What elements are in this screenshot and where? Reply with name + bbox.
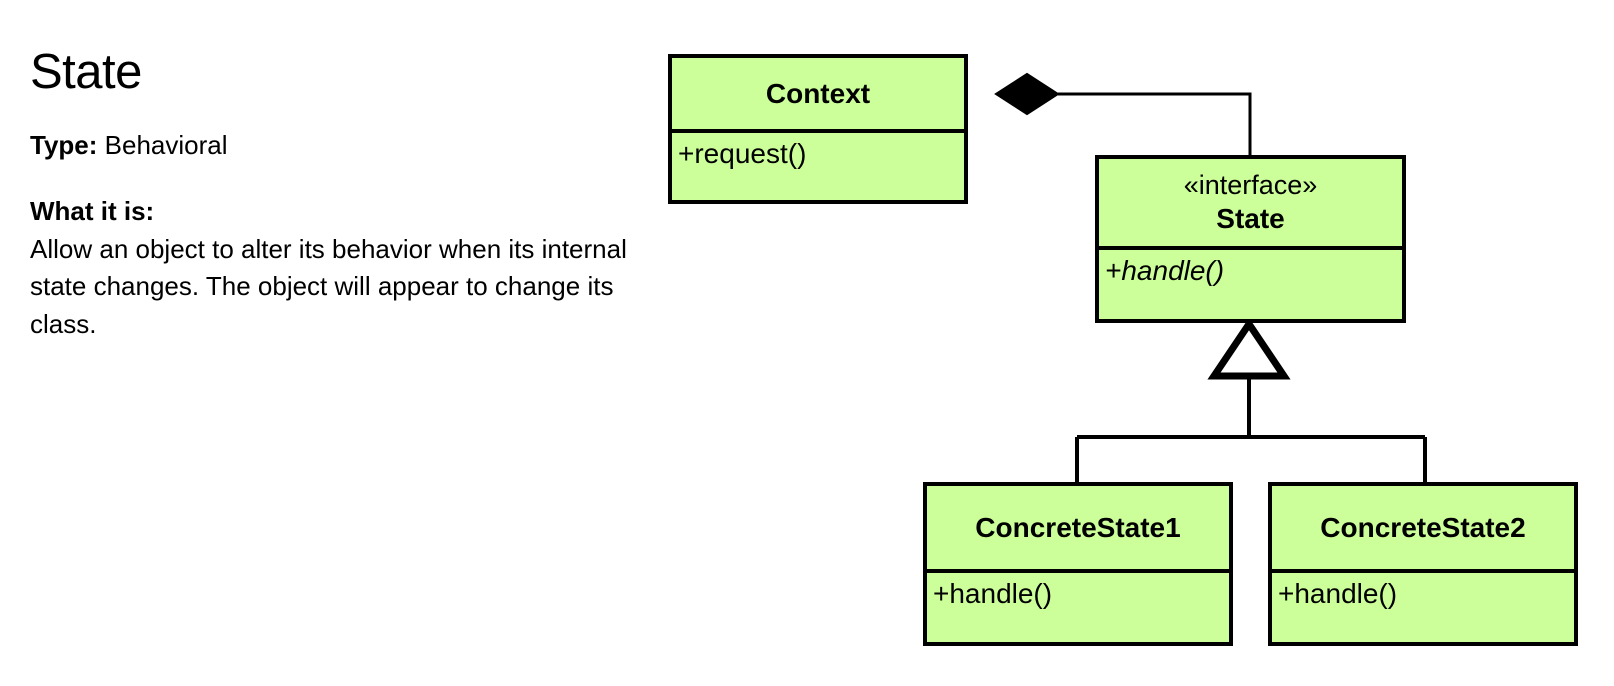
composition-connector-context-state: [994, 72, 1252, 155]
uml-class-state-stereotype: «interface»: [1183, 169, 1318, 200]
uml-class-state-divider: [1099, 245, 1402, 250]
uml-class-concretestate2-header: ConcreteState2: [1272, 486, 1574, 569]
uml-class-concretestate1-divider: [927, 568, 1229, 573]
uml-class-context-divider: [672, 128, 964, 133]
uml-member: +handle(): [933, 577, 1053, 609]
uml-class-context[interactable]: Context +request(): [668, 54, 968, 204]
uml-class-state-members: +handle(): [1099, 250, 1402, 319]
pattern-type-label: Type:: [30, 130, 98, 160]
pattern-description-block: What it is: Allow an object to alter its…: [30, 195, 650, 344]
uml-class-state-header: «interface» State: [1099, 159, 1402, 246]
uml-member: +handle(): [1278, 577, 1398, 609]
page-title: State: [30, 45, 142, 99]
what-it-is-body: Allow an object to alter its behavior wh…: [30, 233, 627, 340]
pattern-type-line: Type: Behavioral: [30, 130, 650, 161]
uml-class-concretestate2-name: ConcreteState2: [1320, 511, 1526, 543]
uml-class-concretestate1-header: ConcreteState1: [927, 486, 1229, 569]
uml-member: +handle(): [1105, 254, 1225, 286]
uml-class-context-header: Context: [672, 58, 964, 129]
pattern-info-panel: State Type: Behavioral What it is: Allow…: [30, 48, 650, 344]
uml-class-concretestate1-name: ConcreteState1: [975, 511, 1181, 543]
uml-class-concretestate1[interactable]: ConcreteState1 +handle(): [923, 482, 1233, 646]
uml-class-concretestate2-divider: [1272, 568, 1574, 573]
uml-class-context-members: +request(): [672, 133, 964, 200]
what-it-is-label: What it is:: [30, 195, 155, 226]
uml-class-concretestate2[interactable]: ConcreteState2 +handle(): [1268, 482, 1578, 646]
generalization-triangle-icon: [1207, 317, 1291, 380]
generalization-connector-state: [1075, 317, 1427, 482]
uml-class-concretestate1-members: +handle(): [927, 573, 1229, 642]
uml-class-context-name: Context: [765, 77, 871, 109]
uml-class-concretestate2-members: +handle(): [1272, 573, 1574, 642]
uml-class-state[interactable]: «interface» State +handle(): [1095, 155, 1406, 323]
pattern-type-value: Behavioral: [104, 130, 228, 160]
composition-diamond-icon: [994, 72, 1060, 116]
uml-member: +request(): [678, 137, 807, 169]
uml-class-state-name: State: [1216, 202, 1285, 234]
